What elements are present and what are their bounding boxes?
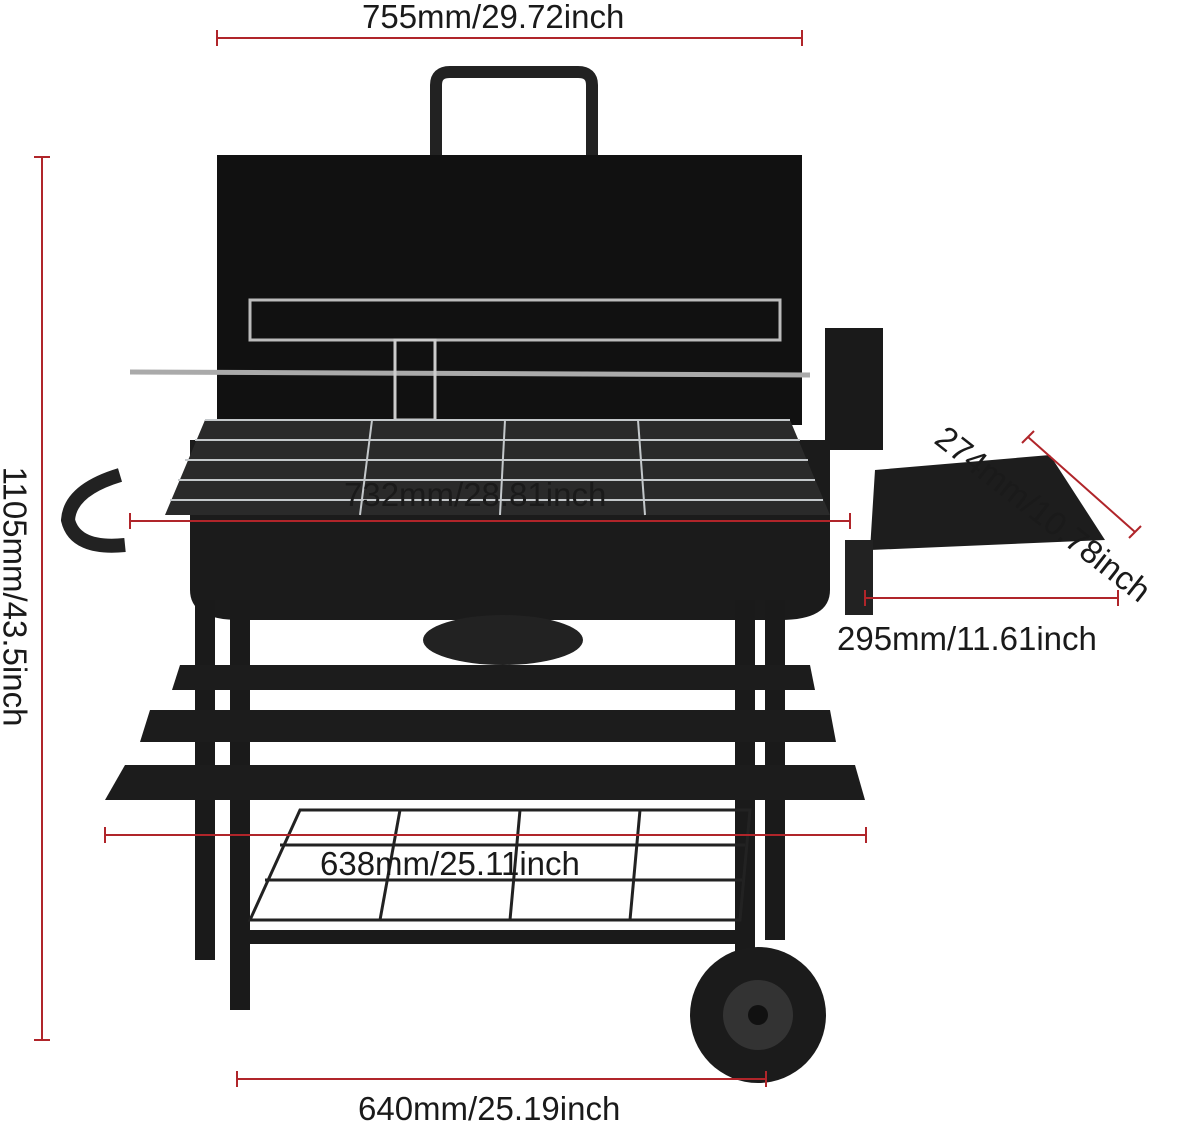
dimension-lines <box>34 30 1142 1087</box>
rotisserie-spit <box>129 369 811 378</box>
ash-pan <box>423 615 583 665</box>
lid-handle <box>430 66 598 155</box>
bottom-rack <box>247 808 752 922</box>
label-overall-width: 755mm/29.72inch <box>362 0 625 35</box>
label-front-shelf: 638mm/25.11inch <box>320 845 580 882</box>
dim-line-side-table-depth <box>1027 436 1136 533</box>
side-table <box>870 455 1105 550</box>
grill <box>60 66 1105 1083</box>
shelf-slat <box>172 665 815 690</box>
shelf-slat <box>140 710 836 742</box>
cooking-grate <box>165 420 830 515</box>
side-handle <box>60 468 126 553</box>
shelf-slat <box>105 765 865 800</box>
label-grate-width: 732mm/28.81inch <box>344 476 607 513</box>
label-side-table-width: 295mm/11.61inch <box>837 620 1097 657</box>
warming-rack <box>248 298 782 342</box>
lid <box>217 155 802 425</box>
grate-bars <box>170 419 823 516</box>
leg <box>230 600 250 1010</box>
label-leg-span: 640mm/25.19inch <box>358 1090 621 1126</box>
label-overall-height: 1105mm/43.5inch <box>0 466 34 727</box>
rotisserie-motor <box>825 328 883 450</box>
